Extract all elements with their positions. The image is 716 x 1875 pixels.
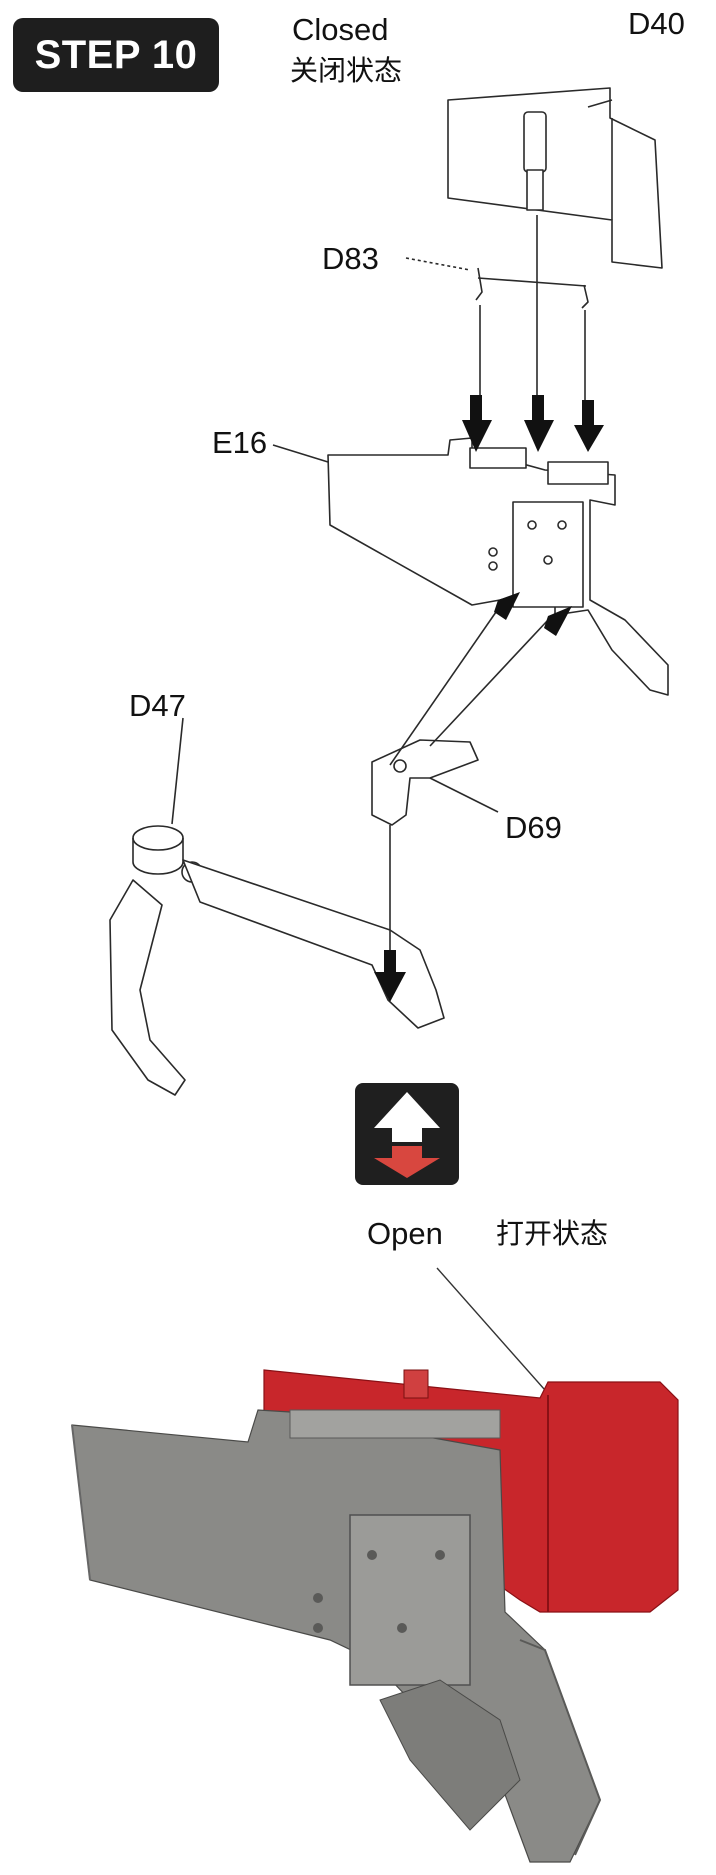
part-d83 [405,257,589,309]
label-e16: E16 [212,425,268,460]
assembly-arrows [374,395,604,1002]
open-state-render [71,1369,679,1863]
step-badge: STEP 10 [13,18,219,92]
open-title: Open [367,1216,443,1251]
label-d40: D40 [628,6,685,41]
part-d40 [447,87,663,269]
part-d69 [371,739,499,826]
closed-title-cn: 关闭状态 [290,54,403,87]
label-d47: D47 [129,688,186,723]
label-d69: D69 [505,810,562,845]
closed-title: Closed [292,12,389,47]
open-close-toggle-icon [355,1083,459,1185]
label-d83: D83 [322,241,379,276]
part-d47 [109,717,445,1096]
open-title-cn: 打开状态 [496,1217,609,1250]
part-e16 [272,437,669,696]
